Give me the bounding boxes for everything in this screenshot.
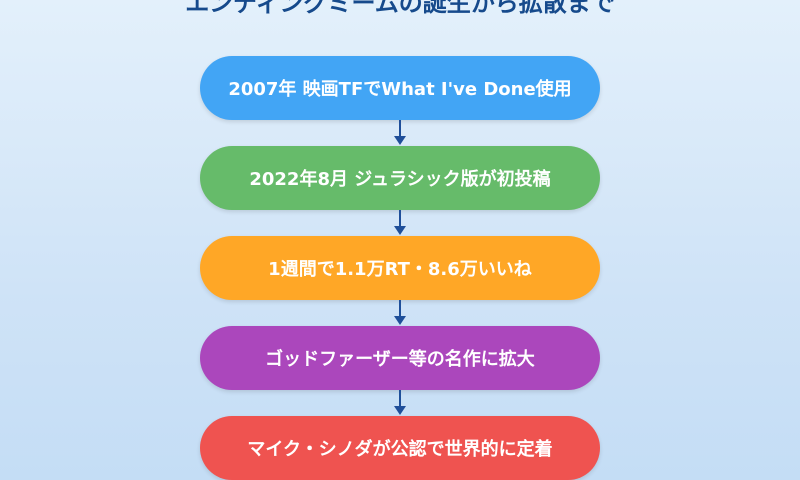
down-arrow-icon (394, 390, 406, 415)
step-label: 1週間で1.1万RT・8.6万いいね (268, 259, 532, 280)
step-official-recognition: マイク・シノダが公認で世界的に定着 (200, 416, 600, 480)
step-label: 2007年 映画TFでWhat I've Done使用 (228, 79, 572, 100)
diagram-title: エンディングミームの誕生から拡散まで (185, 0, 615, 17)
step-label: 2022年8月 ジュラシック版が初投稿 (249, 169, 551, 190)
step-label: マイク・シノダが公認で世界的に定着 (247, 439, 553, 460)
step-2007-tf-movie: 2007年 映画TFでWhat I've Done使用 (200, 56, 600, 120)
step-expand-classics: ゴッドファーザー等の名作に拡大 (200, 326, 600, 390)
step-label: ゴッドファーザー等の名作に拡大 (265, 349, 535, 370)
step-viral-week: 1週間で1.1万RT・8.6万いいね (200, 236, 600, 300)
down-arrow-icon (394, 300, 406, 325)
step-2022-jurassic-post: 2022年8月 ジュラシック版が初投稿 (200, 146, 600, 210)
down-arrow-icon (394, 120, 406, 145)
down-arrow-icon (394, 210, 406, 235)
